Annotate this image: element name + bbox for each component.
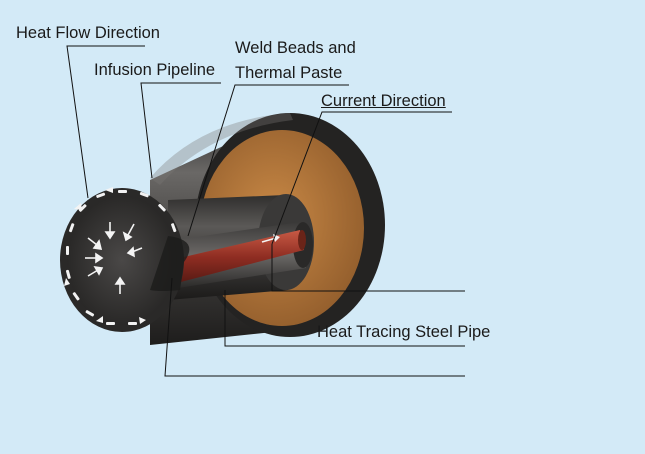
label-heat-flow-direction: Heat Flow Direction: [16, 24, 160, 42]
label-weld-beads-line1: Weld Beads and: [235, 39, 356, 57]
label-heat-tracing-steel-pipe: Heat Tracing Steel Pipe: [317, 323, 491, 341]
leader-infusion-pipeline: [140, 82, 221, 179]
leader-red-pipe: [271, 244, 465, 292]
leader-weld-beads: [187, 84, 349, 237]
outer-pipe-front-face: [60, 187, 190, 332]
leader-bottom: [164, 277, 465, 377]
leader-lines: [66, 45, 465, 377]
label-current-direction: Current Direction: [321, 92, 446, 110]
label-infusion-pipeline: Infusion Pipeline: [94, 61, 216, 79]
leader-heat-tracing-pipe: [224, 290, 465, 347]
leader-current-direction: [271, 111, 452, 245]
label-weld-beads-line2: Thermal Paste: [235, 64, 343, 82]
leader-heat-flow: [66, 45, 145, 199]
